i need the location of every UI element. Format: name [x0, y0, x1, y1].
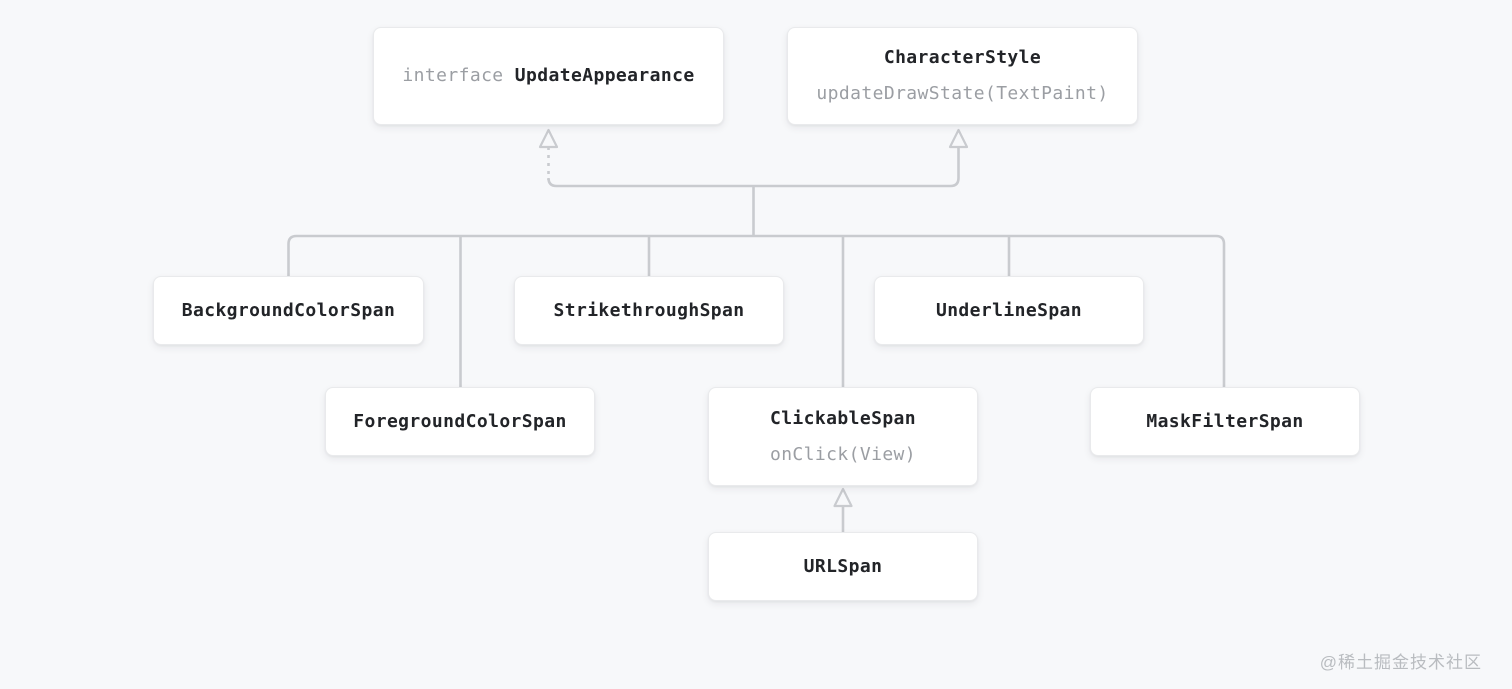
node-title: StrikethroughSpan	[553, 299, 745, 321]
node-url-span: URLSpan	[708, 532, 978, 601]
node-title: ClickableSpan	[769, 407, 917, 429]
node-method-signature: onClick(View)	[769, 443, 917, 465]
node-title: BackgroundColorSpan	[181, 299, 396, 321]
node-title: ForegroundColorSpan	[353, 410, 567, 432]
node-title: CharacterStyle	[883, 47, 1042, 68]
watermark: @稀土掘金技术社区	[1319, 653, 1482, 672]
node-update-appearance: interface UpdateAppearance	[373, 27, 724, 125]
edge-child-bus	[287, 234, 1226, 387]
node-keyword-prefix: interface	[402, 65, 504, 86]
arrowhead-update-appearance-icon	[538, 128, 559, 149]
node-title: MaskFilterSpan	[1146, 410, 1304, 432]
node-title: URLSpan	[803, 555, 883, 577]
node-clickable-span: ClickableSpan onClick(View)	[708, 387, 978, 486]
node-strikethrough-span: StrikethroughSpan	[514, 276, 784, 345]
node-title: interface UpdateAppearance	[402, 58, 694, 94]
node-character-style: CharacterStyle updateDrawState(TextPaint…	[787, 27, 1138, 125]
edge-top-bus	[547, 147, 960, 188]
node-foreground-color-span: ForegroundColorSpan	[325, 387, 595, 456]
node-underline-span: UnderlineSpan	[874, 276, 1144, 345]
node-title: UnderlineSpan	[935, 299, 1083, 321]
node-method-signature: updateDrawState(TextPaint)	[816, 83, 1109, 104]
node-mask-filter-span: MaskFilterSpan	[1090, 387, 1360, 456]
node-background-color-span: BackgroundColorSpan	[153, 276, 424, 345]
arrowhead-character-style-icon	[948, 128, 969, 149]
node-class-name: UpdateAppearance	[514, 65, 695, 86]
arrowhead-clickable-span-icon	[833, 487, 853, 508]
